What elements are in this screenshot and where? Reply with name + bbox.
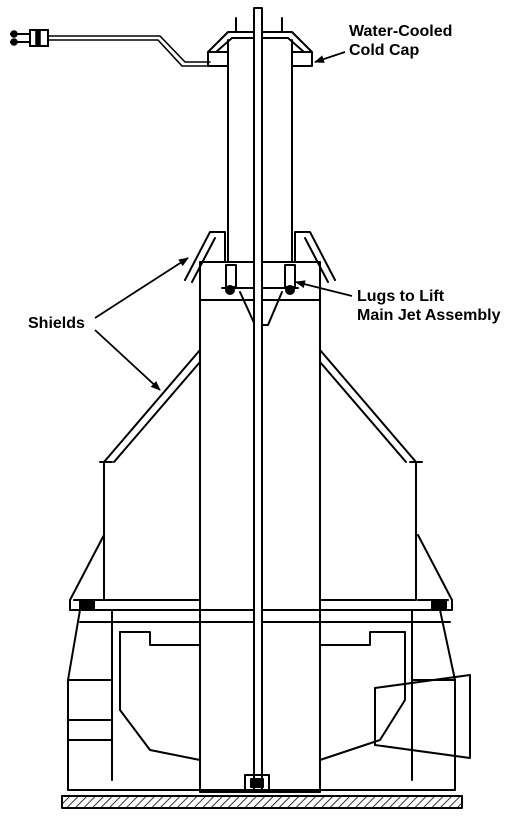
base-plate <box>61 795 463 809</box>
shields-arrow-upper <box>94 257 189 319</box>
power-cord <box>47 35 211 67</box>
shields-label: Shields <box>28 314 85 333</box>
side-nozzle <box>374 674 471 759</box>
shields-label-text: Shields <box>28 315 85 332</box>
shields-arrow-lower <box>94 329 161 391</box>
upper-column <box>227 39 293 263</box>
lugs-label: Lugs to Lift Main Jet Assembly <box>357 287 500 325</box>
side-chambers <box>99 461 423 601</box>
lower-shields <box>103 349 417 463</box>
upper-shields <box>184 231 336 283</box>
cold-cap-label-line1: Water-Cooled <box>349 23 453 40</box>
lugs-label-line2: Main Jet Assembly <box>357 307 501 324</box>
lugs-label-line1: Lugs to Lift <box>357 288 445 305</box>
cold-cap-label: Water-Cooled Cold Cap <box>349 22 452 60</box>
cold-cap-arrow <box>314 51 346 63</box>
cold-cap-label-line2: Cold Cap <box>349 42 420 59</box>
plug-icon <box>10 29 49 47</box>
lugs-arrow <box>295 280 353 297</box>
center-rod <box>244 7 270 792</box>
